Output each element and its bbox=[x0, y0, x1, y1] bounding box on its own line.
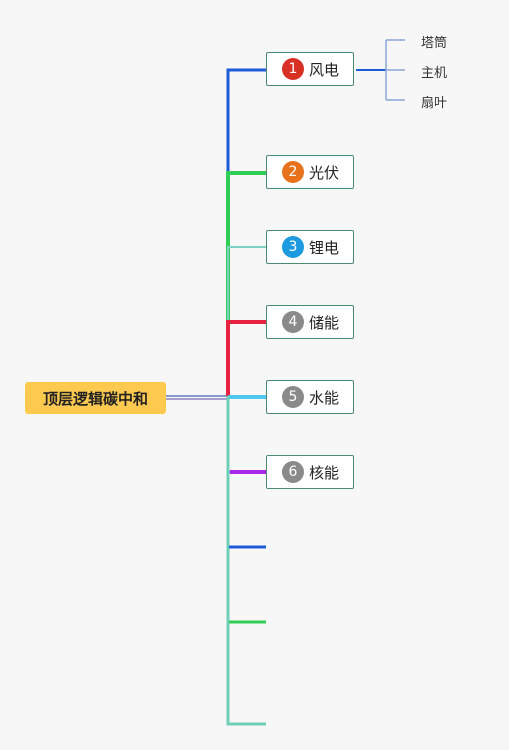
number-badge-icon: 6 bbox=[282, 461, 304, 483]
number-badge-icon: 1 bbox=[282, 58, 304, 80]
subtopic-bracket bbox=[385, 39, 405, 101]
branch-line-2 bbox=[226, 171, 266, 396]
subtopic-blade[interactable]: 扇叶 bbox=[421, 96, 448, 111]
number-badge-icon: 2 bbox=[282, 161, 304, 183]
branch-node-1[interactable]: 1 风电 bbox=[266, 52, 354, 86]
branch-line-6 bbox=[226, 396, 266, 474]
branch-line-1 bbox=[226, 68, 266, 396]
branch-label: 光伏 bbox=[309, 163, 340, 182]
branch-node-5[interactable]: 5 水能 bbox=[266, 380, 354, 414]
branch-label: 风电 bbox=[309, 60, 340, 79]
branch-node-3[interactable]: 3 锂电 bbox=[266, 230, 354, 264]
number-badge-icon: 3 bbox=[282, 236, 304, 258]
subtopic-nacelle[interactable]: 主机 bbox=[421, 66, 448, 81]
branch-label: 储能 bbox=[309, 313, 340, 332]
branch-node-4[interactable]: 4 储能 bbox=[266, 305, 354, 339]
number-badge-icon: 4 bbox=[282, 311, 304, 333]
branch-node-2[interactable]: 2 光伏 bbox=[266, 155, 354, 189]
branch-node-6[interactable]: 6 核能 bbox=[266, 455, 354, 489]
branch-label: 核能 bbox=[309, 463, 340, 482]
branch-label: 锂电 bbox=[309, 238, 340, 257]
empty-branch-teal bbox=[226, 396, 266, 726]
branch-label: 水能 bbox=[309, 388, 340, 407]
branch-line-4 bbox=[226, 320, 266, 396]
root-topic-label: 顶层逻辑碳中和 bbox=[42, 389, 148, 408]
subtopic-tower[interactable]: 塔筒 bbox=[421, 36, 448, 51]
root-topic[interactable]: 顶层逻辑碳中和 bbox=[25, 382, 166, 414]
number-badge-icon: 5 bbox=[282, 386, 304, 408]
